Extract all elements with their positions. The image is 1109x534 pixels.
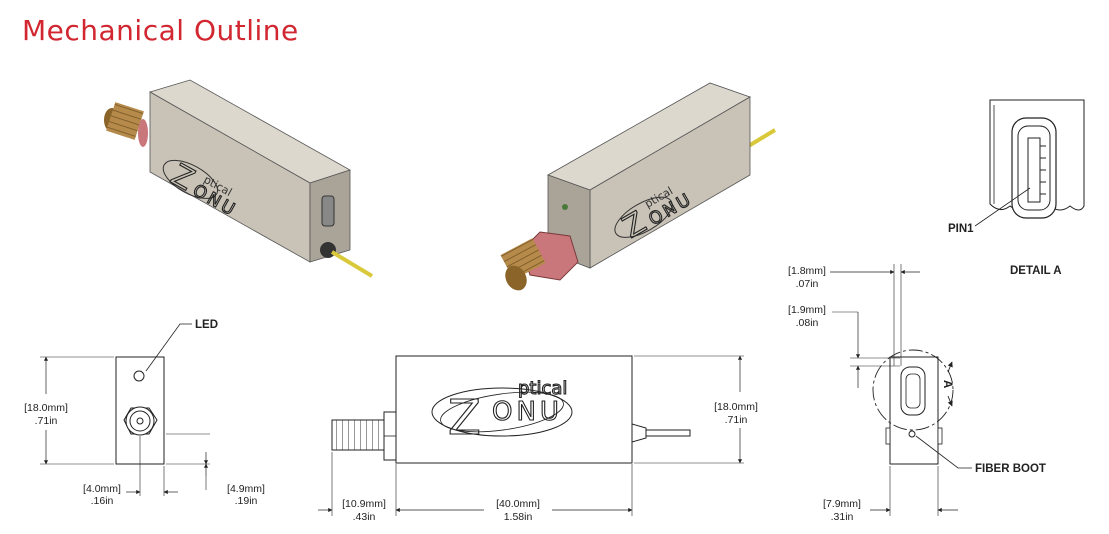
dim-end-slot-height-mm: [1.9mm] [788, 304, 826, 316]
sma-connector-iso-left [104, 102, 148, 147]
sma-connector-iso-right [500, 231, 579, 291]
housing-side-view [395, 355, 633, 464]
side-view: Z ptical ONU [18.0mm] .71in [10.9mm] .43… [318, 355, 758, 523]
dim-end-width-mm: [7.9mm] [823, 498, 861, 510]
detail-a-circle [872, 349, 954, 431]
dim-front-conn-offset-in: .16in [91, 495, 114, 507]
dim-end-slot-height-in: .08in [796, 317, 819, 329]
end-view: A FIBER BOOT [1.8mm] .08in .07in [1.9mm]… [788, 264, 1046, 523]
dim-front-height-in: .71in [35, 415, 58, 427]
logo-side-view: Z ptical ONU [431, 377, 573, 447]
usb-port-iso-left [321, 195, 335, 227]
dim-side-height-mm: [18.0mm] [714, 401, 758, 413]
fiber-boot-callout: FIBER BOOT [975, 463, 1046, 475]
pin1-label: PIN1 [948, 223, 974, 235]
logo-iso-left: Z ptical ONU [162, 157, 241, 222]
detail-a-label: DETAIL A [1010, 265, 1062, 277]
fiber-boot-end-view [908, 430, 916, 438]
fiber-boot-iso-left [320, 242, 336, 258]
dim-side-height-in: .71in [725, 414, 748, 426]
fiber-boot-side-view [631, 423, 647, 443]
led-callout: LED [195, 319, 218, 331]
dim-end-width-in: .31in [831, 511, 854, 523]
sma-thread-side-view [331, 419, 385, 451]
dim-front-conn-height-in: .19in [235, 495, 258, 507]
dim-side-connector-len-mm: [10.9mm] [342, 498, 386, 510]
dim-front-conn-height-mm: [4.9mm] [227, 483, 265, 495]
dim-side-connector-len-in: .43in [353, 511, 376, 523]
logo-name-side-view: ONU [492, 397, 563, 427]
led-front-view [133, 370, 145, 382]
page-title: Mechanical Outline [22, 14, 299, 47]
dim-front-conn-offset-mm: [4.0mm] [83, 483, 121, 495]
dim-end-slot-width-mm: [1.8mm] [788, 265, 826, 277]
dim-side-body-len-mm: [40.0mm] [496, 498, 540, 510]
detail-a-view: PIN1 DETAIL A [948, 99, 1085, 277]
fiber-side-view [645, 429, 691, 437]
logo-prefix-side-view: ptical [518, 378, 567, 399]
iso-view-left: Z ptical ONU [104, 79, 374, 278]
dim-side-body-len-in: 1.58in [504, 511, 533, 523]
led-iso-right [562, 204, 568, 210]
front-view: LED [18.0mm] .71in [4.0mm] .16in [4.9mm]… [24, 319, 265, 507]
detail-a-marker: A [941, 380, 953, 388]
fiber-iso-left [330, 250, 374, 278]
dim-end-slot-width-in: .07in [796, 278, 819, 290]
dim-front-height-mm: [18.0mm] [24, 402, 68, 414]
logo-initial-side-view: Z [448, 390, 481, 446]
iso-view-right: Z ptical ONU [500, 82, 777, 291]
